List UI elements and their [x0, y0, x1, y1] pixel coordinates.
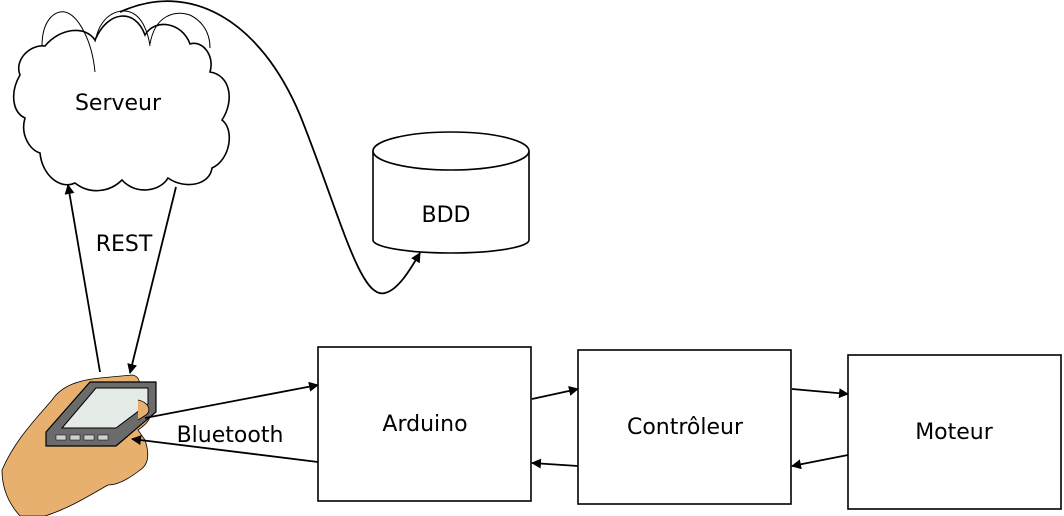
edge-serveur-to-bdd — [119, 0, 421, 295]
moteur-label: Moteur — [915, 420, 994, 445]
moteur-box — [847, 354, 1062, 510]
edge-controleur-to-arduino — [531, 458, 579, 469]
edge-arduino-to-phone — [131, 435, 319, 463]
rest-label: REST — [96, 232, 153, 257]
edge-moteur-to-controleur — [791, 454, 849, 470]
controleur-label: Contrôleur — [627, 415, 744, 440]
database-cylinder-icon — [372, 131, 530, 254]
edge-phone-to-arduino — [144, 381, 319, 419]
edge-controleur-to-moteur — [791, 388, 849, 399]
arduino-label: Arduino — [382, 412, 467, 437]
arduino-box — [317, 346, 532, 502]
hand-holding-phone-icon — [1, 374, 157, 516]
edge-arduino-to-controleur — [531, 386, 579, 400]
bdd-label: BDD — [422, 203, 471, 228]
bluetooth-label: Bluetooth — [177, 423, 284, 448]
controleur-box — [577, 349, 792, 505]
edge-phone-to-serveur — [64, 184, 101, 373]
edge-serveur-to-phone — [127, 186, 177, 374]
serveur-label: Serveur — [75, 91, 162, 116]
cloud-icon — [12, 10, 230, 192]
